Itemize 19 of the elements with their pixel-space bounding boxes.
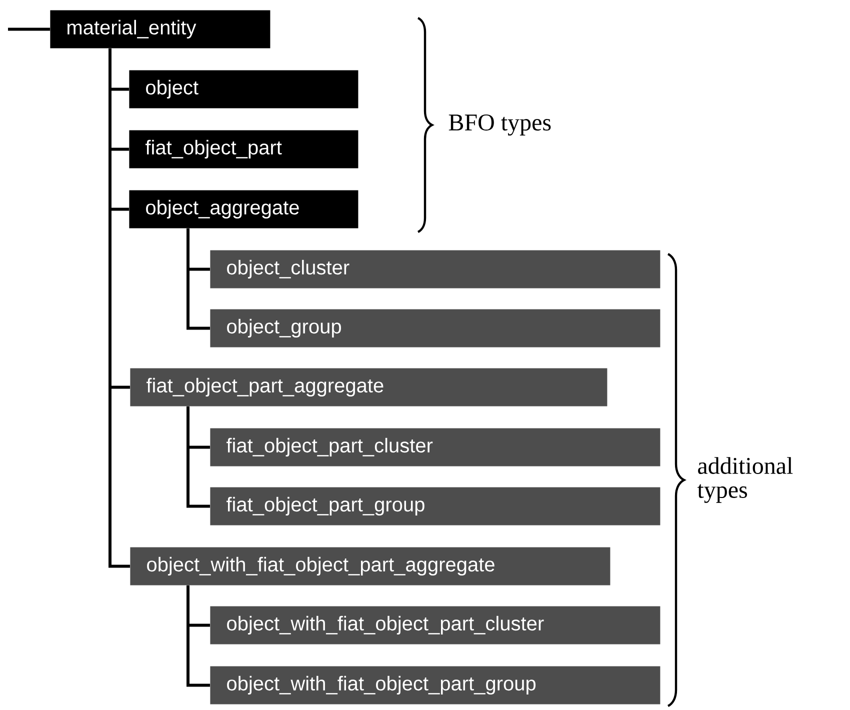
class-box: fiat_object_part_group bbox=[210, 487, 660, 526]
class-box: object_with_fiat_object_part_group bbox=[210, 666, 660, 704]
class-box: object bbox=[129, 70, 358, 108]
class-box: object_group bbox=[210, 309, 660, 348]
class-box: object_cluster bbox=[210, 250, 660, 288]
bracket-label: BFO types bbox=[448, 114, 551, 136]
tree-connector bbox=[186, 228, 210, 330]
class-box: fiat_object_part bbox=[129, 130, 358, 168]
tree-connector bbox=[108, 48, 130, 568]
class-box: fiat_object_part_aggregate bbox=[130, 368, 608, 406]
class-box: fiat_object_part_cluster bbox=[210, 428, 660, 466]
tree-connector bbox=[186, 585, 210, 687]
connector-line bbox=[8, 28, 50, 31]
class-box: object_with_fiat_object_part_aggregate bbox=[130, 547, 610, 586]
tree-connector bbox=[186, 406, 210, 508]
bracket-label: additional types bbox=[697, 457, 793, 503]
class-box: object_aggregate bbox=[129, 190, 358, 228]
class-box: object_with_fiat_object_part_cluster bbox=[210, 606, 660, 644]
class-box: material_entity bbox=[50, 10, 270, 48]
